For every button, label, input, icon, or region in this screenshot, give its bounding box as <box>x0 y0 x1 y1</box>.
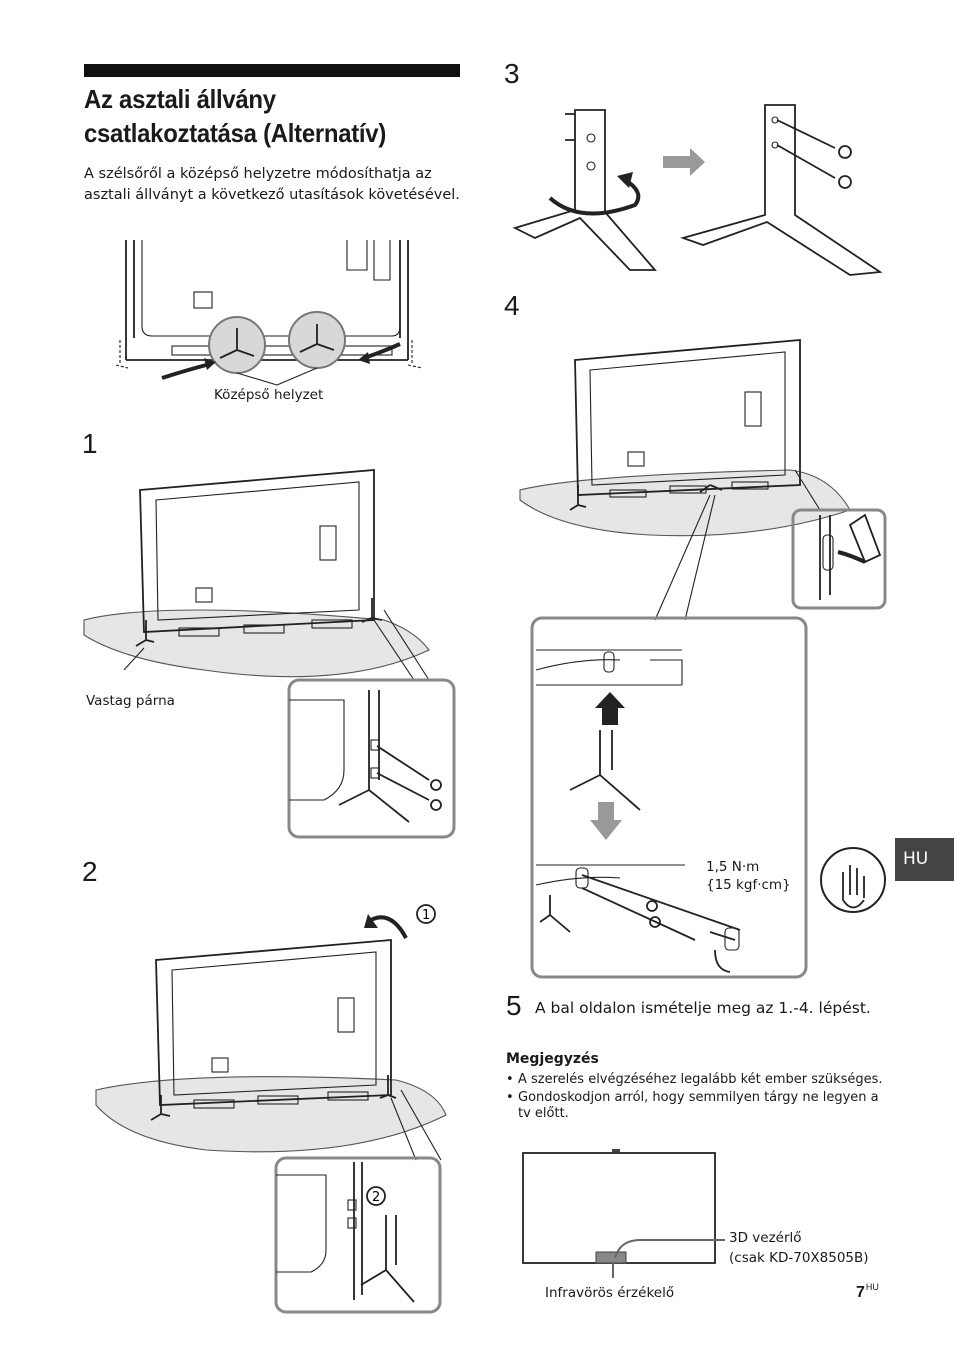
callout-1: 1 <box>422 908 430 923</box>
step-1-illustration <box>83 469 456 839</box>
step-2-illustration: 1 2 <box>95 904 447 1314</box>
language-tab: HU <box>895 838 954 881</box>
label-3d-suffix: ) <box>863 1250 869 1266</box>
step-3-number: 3 <box>504 58 520 89</box>
label-3d-prefix: (csak <box>729 1250 770 1266</box>
notes-list: A szerelés elvégzéséhez legalább két emb… <box>506 1072 886 1124</box>
callout-2: 2 <box>372 1190 380 1205</box>
label-ir-sensor: Infravörös érzékelő <box>545 1285 675 1301</box>
title-line-2: csatlakoztatása (Alternatív) <box>84 118 387 148</box>
step-4-number: 4 <box>504 290 520 321</box>
label-3d-model-note: (csak KD-70X8505B) <box>729 1249 869 1267</box>
step-5-number: 5 <box>506 990 522 1021</box>
label-center-position: Középső helyzet <box>214 387 324 403</box>
tv-front-illustration <box>522 1149 725 1278</box>
step-5-text: A bal oldalon ismételje meg az 1.-4. lép… <box>535 999 871 1017</box>
note-item: Gondoskodjon arról, hogy semmilyen tárgy… <box>506 1090 886 1122</box>
title-line-1: Az asztali állvány <box>84 84 276 114</box>
page-title: Az asztali állvány csatlakoztatása (Alte… <box>84 82 452 150</box>
title-bar <box>84 64 460 77</box>
step-2-number: 2 <box>82 856 98 887</box>
notes-heading: Megjegyzés <box>506 1051 599 1067</box>
torque-value: 1,5 N·m <box>706 859 760 875</box>
label-3d-controller: 3D vezérlő <box>729 1230 802 1246</box>
label-3d-model: KD-70X8505B <box>769 1250 864 1266</box>
step-4-illustration <box>519 339 887 979</box>
page-number-suffix: HU <box>865 1282 879 1292</box>
step-3-illustration <box>512 104 883 276</box>
step-1-number: 1 <box>82 428 98 459</box>
page-number: 7HU <box>856 1282 879 1302</box>
intro-text: A szélsőről a középső helyzetre módosíth… <box>84 166 460 203</box>
overview-illustration <box>115 240 423 386</box>
torque-value-kgf: {15 kgf·cm} <box>706 877 791 893</box>
page-number-value: 7 <box>856 1284 865 1301</box>
note-item: A szerelés elvégzéséhez legalább két emb… <box>506 1072 886 1088</box>
label-thick-cushion: Vastag párna <box>86 693 175 709</box>
